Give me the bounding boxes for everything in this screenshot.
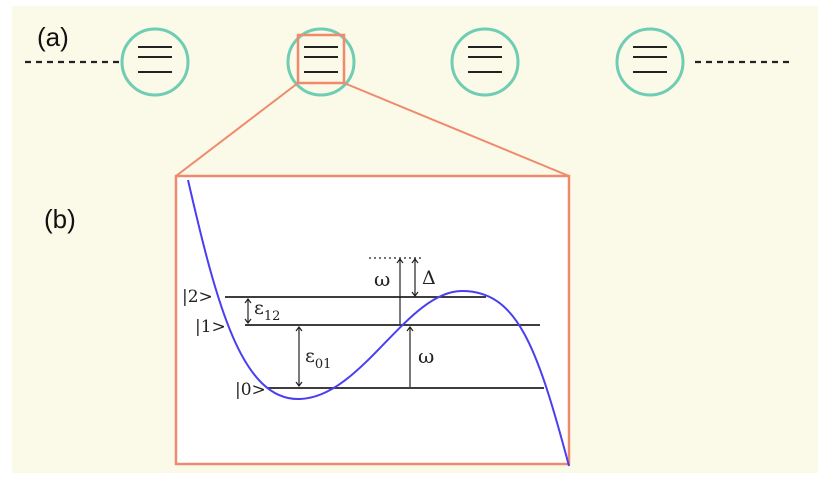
qubit-3 xyxy=(450,27,520,97)
potential-curve xyxy=(187,179,570,467)
qubit-chain xyxy=(25,27,790,97)
qubit-1 xyxy=(120,27,190,97)
ket-0-label: |0> xyxy=(235,380,266,400)
eps01-label: ε01 xyxy=(305,345,331,372)
zoom-line-left xyxy=(175,82,299,177)
qubit-4 xyxy=(615,27,685,97)
eps01-arrow xyxy=(295,326,303,387)
figure-panel: |2> |1> |0> ε12 ε01 ω Δ ω (a) (b) xyxy=(12,6,818,473)
qubit-2 xyxy=(286,27,356,97)
zoom-line-right xyxy=(343,82,570,177)
delta-arrow xyxy=(411,258,419,297)
inset-background xyxy=(174,174,571,466)
eps12-arrow xyxy=(244,298,252,324)
eps12-label: ε12 xyxy=(254,297,280,324)
ket-1-label: |1> xyxy=(195,317,226,337)
ket-2-label: |2> xyxy=(182,287,213,307)
panel-label-a: (a) xyxy=(37,22,69,52)
panel-label-b: (b) xyxy=(44,204,76,234)
omega-lower-arrow xyxy=(406,326,414,387)
zoom-selection-box xyxy=(296,33,346,85)
omega-upper-arrow xyxy=(396,258,404,324)
delta-label: Δ xyxy=(422,267,436,289)
omega-lower-label: ω xyxy=(418,344,434,368)
figure-svg: |2> |1> |0> ε12 ε01 ω Δ ω xyxy=(12,6,818,473)
omega-upper-label: ω xyxy=(374,267,390,291)
potential-inset: |2> |1> |0> ε12 ε01 ω Δ ω xyxy=(174,174,571,467)
